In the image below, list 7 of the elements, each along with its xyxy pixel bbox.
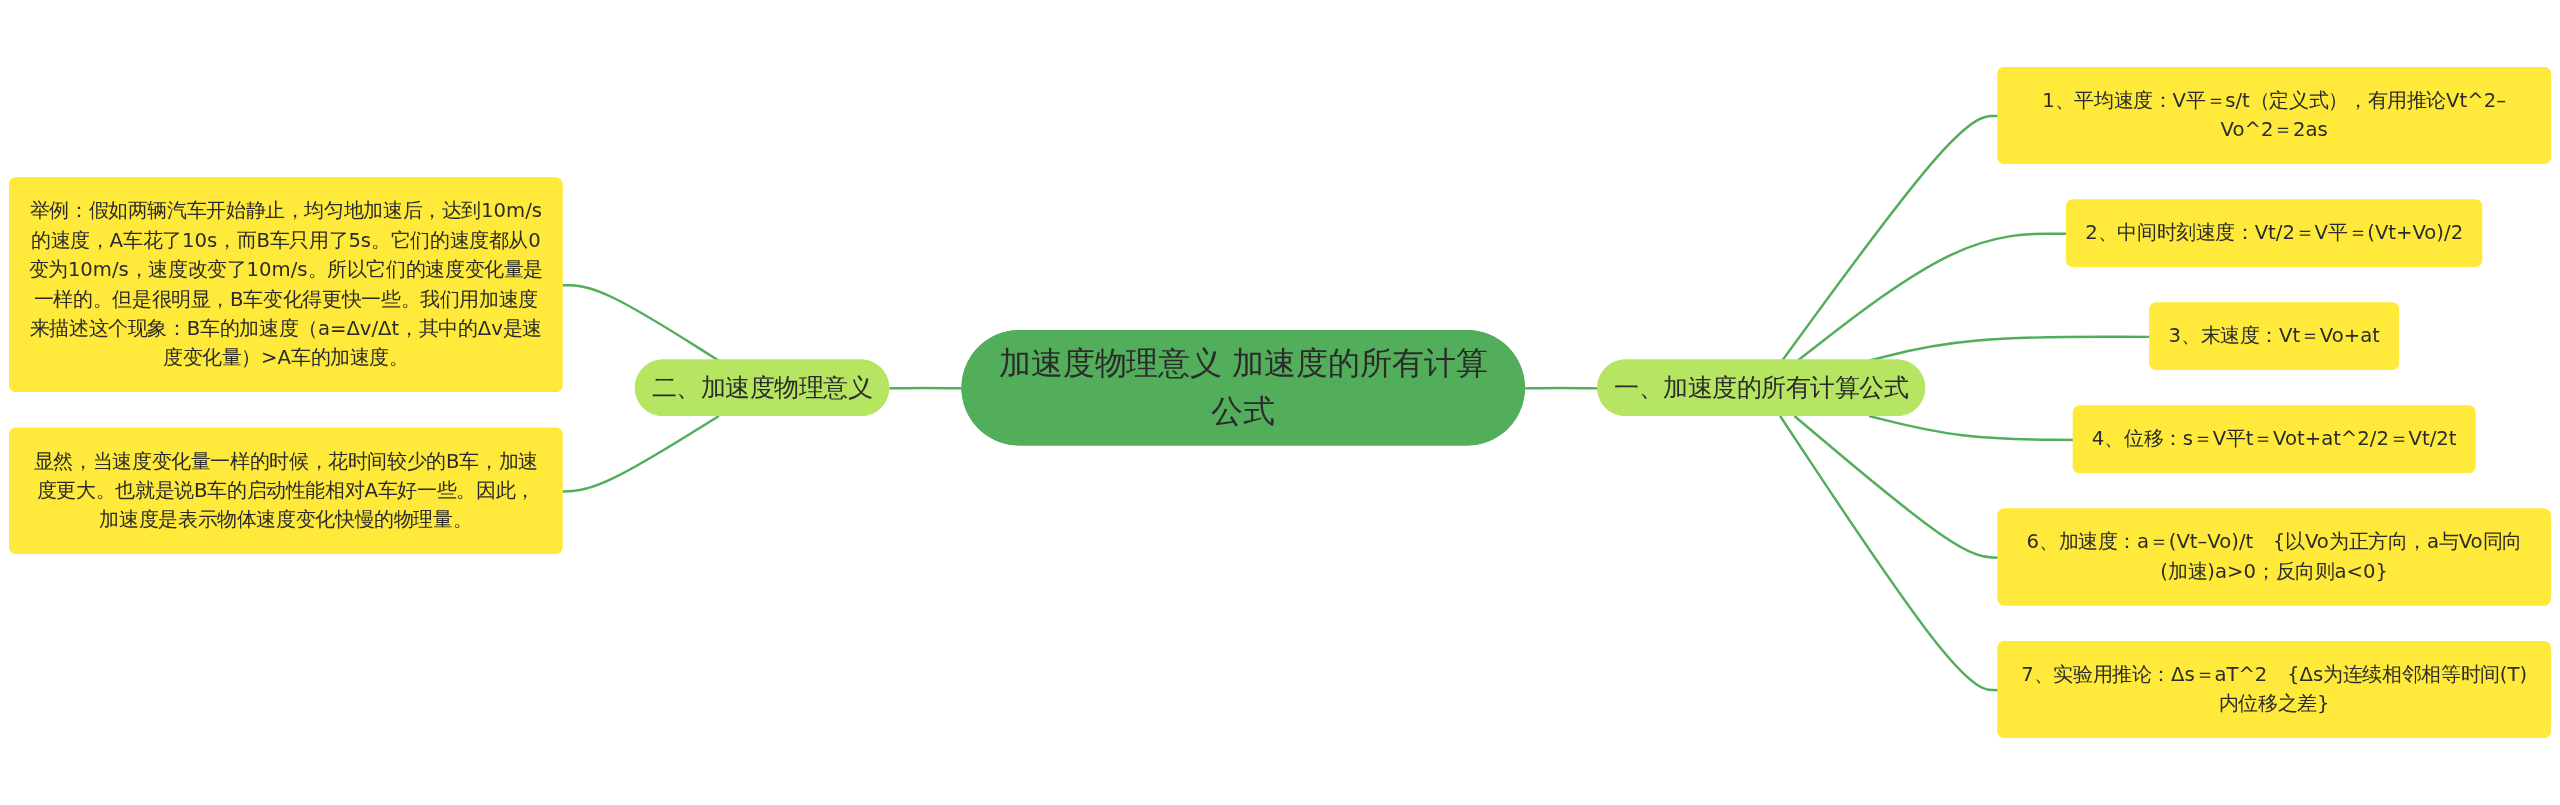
connector (1781, 114, 1999, 362)
connector (1793, 415, 1999, 559)
connector (889, 386, 963, 390)
connector (562, 414, 720, 493)
connector (1868, 335, 2151, 362)
connector (1779, 415, 1999, 692)
connector (562, 284, 720, 362)
